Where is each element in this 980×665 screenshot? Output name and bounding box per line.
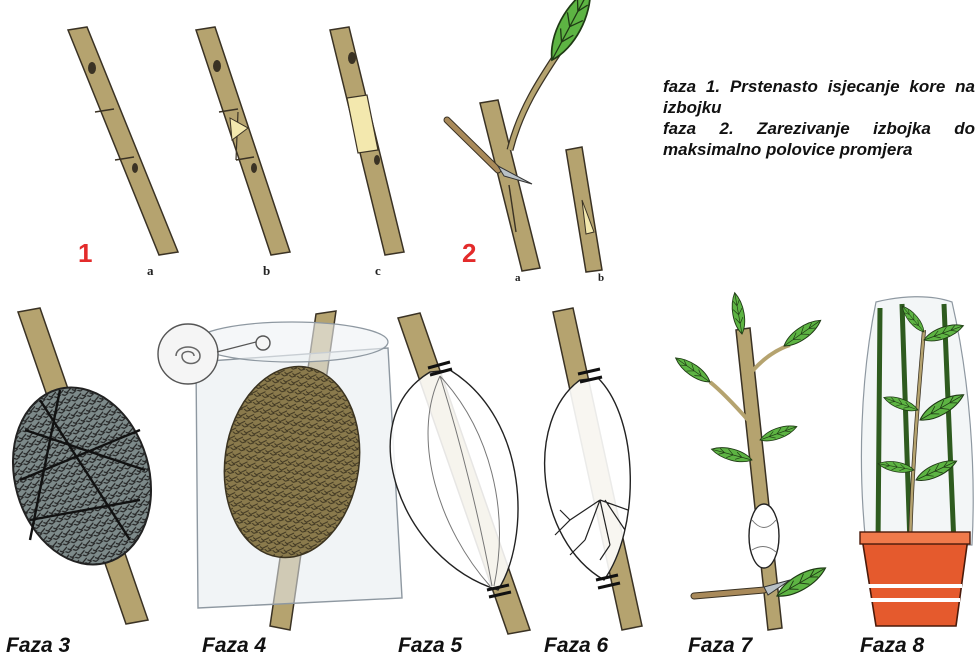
sub-label-2a: a: [515, 272, 521, 284]
faza4-label: Faza 4: [202, 634, 266, 658]
phase2-stem-b: [566, 147, 602, 272]
faza5-figure: [390, 313, 530, 634]
phase2-description: faza 2. Zarezivanje izbojka do maksimaln…: [663, 118, 975, 160]
faza5-label: Faza 5: [398, 634, 462, 658]
faza3-label: Faza 3: [6, 634, 70, 658]
phase1-stem-c: [330, 27, 404, 255]
faza6-figure: [545, 308, 642, 630]
sub-label-1c: c: [375, 263, 381, 279]
faza6-label: Faza 6: [544, 634, 608, 658]
faza8-figure: [860, 297, 973, 626]
faza7-label: Faza 7: [688, 634, 752, 658]
phase1-description: faza 1. Prstenasto isjecanje kore na izb…: [663, 76, 975, 118]
faza7-figure: [672, 292, 829, 630]
faza4-figure: [158, 311, 402, 630]
phase-description: faza 1. Prstenasto isjecanje kore na izb…: [663, 76, 975, 160]
faza3-figure: [0, 308, 171, 624]
phase1-stem-a: [68, 27, 178, 255]
sub-label-1a: a: [147, 263, 154, 279]
sub-label-2b: b: [598, 272, 604, 284]
faza8-label: Faza 8: [860, 634, 924, 658]
phase-number-2: 2: [462, 238, 476, 269]
phase2-stem-a: [447, 0, 600, 271]
sub-label-1b: b: [263, 263, 270, 279]
phase1-stem-b: [196, 27, 290, 255]
phase-number-1: 1: [78, 238, 92, 269]
